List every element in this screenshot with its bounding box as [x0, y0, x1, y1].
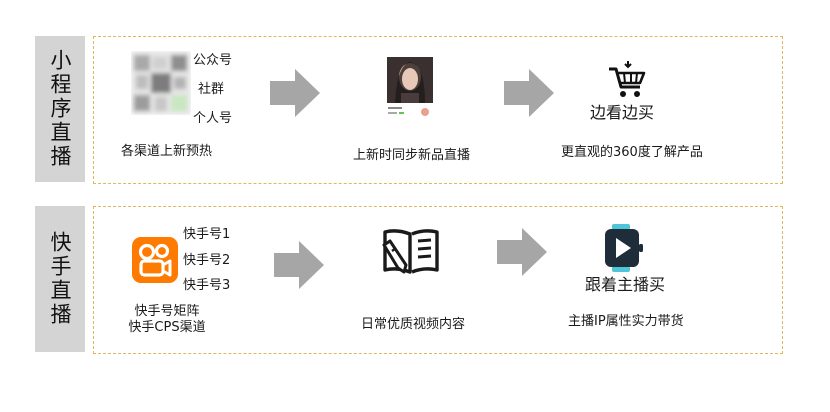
channel-label: 个人号 [193, 111, 233, 126]
step-caption: 快手号矩阵 快手CPS渠道 [128, 304, 206, 335]
book-pen-icon [382, 227, 440, 277]
video-play-icon [603, 224, 645, 272]
step-caption: 上新时同步新品直播 [353, 148, 471, 163]
panel-kuaishou-live: 快手号1 快手号2 快手号3 快手号矩阵 快手CPS渠道 日常优质视频内容 [93, 206, 783, 354]
step-caption: 更直观的360度了解产品 [561, 145, 703, 160]
step-caption: 日常优质视频内容 [361, 317, 466, 332]
phone-live-thumbnail [385, 57, 435, 121]
step-caption: 各渠道上新预热 [121, 144, 213, 159]
channel-label: 快手号2 [183, 253, 231, 268]
channel-label: 快手号1 [183, 227, 231, 242]
step-caption: 主播IP属性实力带货 [568, 314, 684, 329]
side-label-mini-program-live: 小程序直播 [35, 36, 85, 182]
panel-mini-program-live: 公众号 社群 个人号 各渠道上新预热 上新时同步新品直播 [93, 36, 783, 184]
channel-label: 社群 [198, 82, 225, 97]
step-title: 跟着主播买 [585, 275, 666, 294]
shopping-cart-icon [607, 61, 647, 99]
blurred-qr-icon [131, 51, 191, 115]
step-title: 边看边买 [590, 103, 655, 122]
arrow-right-icon [504, 69, 554, 117]
arrow-right-icon [274, 241, 324, 289]
kuaishou-logo [132, 237, 178, 283]
side-label-kuaishou-live: 快手直播 [35, 206, 85, 352]
channel-label: 公众号 [193, 53, 233, 68]
arrow-right-icon [270, 69, 320, 117]
channel-label: 快手号3 [183, 278, 231, 293]
arrow-right-icon [497, 228, 547, 276]
